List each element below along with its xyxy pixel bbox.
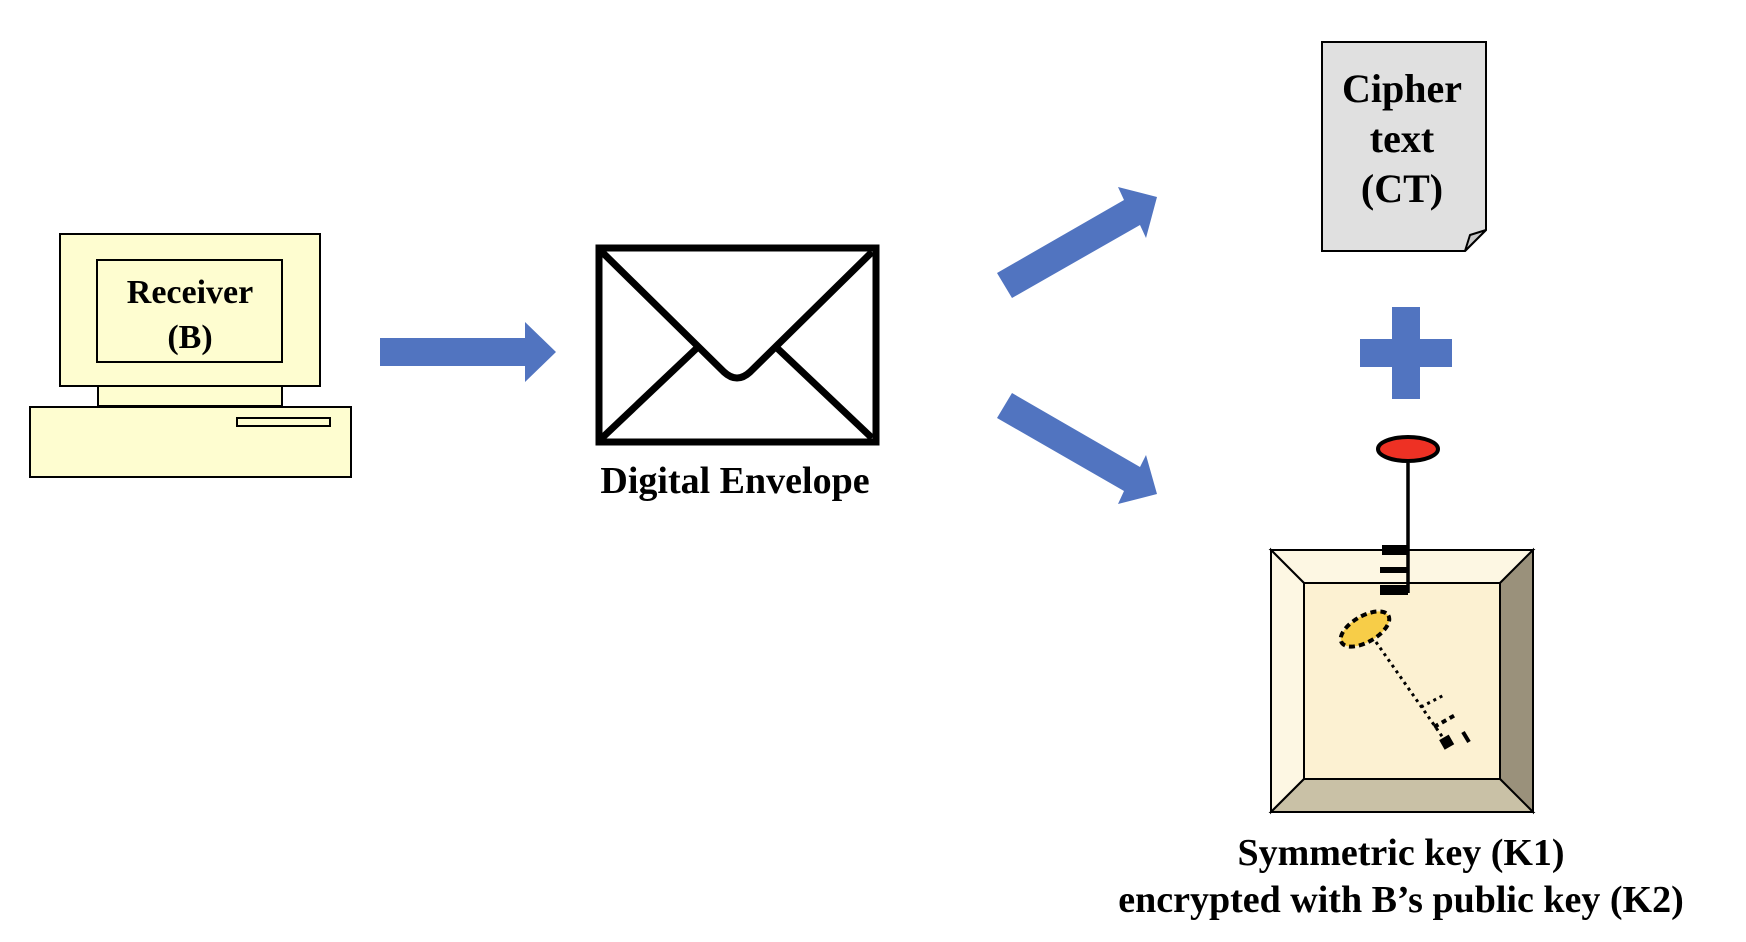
- ciphertext-document-icon: Cipher text (CT): [1321, 41, 1487, 252]
- envelope-fold-right: [773, 344, 875, 441]
- envelope-body: [595, 244, 880, 446]
- document-dog-ear: [1464, 229, 1487, 252]
- box-right-bevel: [1499, 547, 1534, 815]
- disk-drive-slot: [236, 417, 331, 427]
- arrow-right-icon: [380, 322, 556, 382]
- envelope-flap: [599, 249, 875, 382]
- plus-horizontal: [1360, 339, 1452, 367]
- envelope-fold-left: [599, 344, 701, 441]
- box-left-bevel: [1270, 547, 1305, 815]
- monitor-stand: [97, 385, 283, 407]
- ciphertext-line2: text: [1370, 116, 1435, 161]
- receiver-label-line2: (B): [167, 319, 212, 356]
- envelope-label: Digital Envelope: [600, 460, 869, 502]
- symmetric-key-icon: [1338, 609, 1471, 750]
- arrow-down-right-icon: [997, 393, 1157, 504]
- key-box-label-line2: encrypted with B’s public key (K2): [1118, 879, 1683, 921]
- locked-key-box-icon: [1268, 435, 1536, 815]
- box-face: [1303, 582, 1501, 780]
- arrow-up-right-icon: [997, 187, 1157, 298]
- plus-icon: [1360, 307, 1452, 399]
- public-key-icon: [1376, 435, 1440, 595]
- ciphertext-line1: Cipher: [1342, 66, 1462, 111]
- envelope-icon: [595, 244, 880, 446]
- ciphertext-line3: (CT): [1361, 166, 1443, 211]
- receiver-computer-icon: Receiver (B): [29, 233, 352, 478]
- monitor-screen: [96, 259, 283, 363]
- receiver-label-line1: Receiver: [127, 274, 253, 311]
- box-bottom-bevel: [1268, 778, 1536, 813]
- key-box-label-line1: Symmetric key (K1): [1237, 832, 1564, 874]
